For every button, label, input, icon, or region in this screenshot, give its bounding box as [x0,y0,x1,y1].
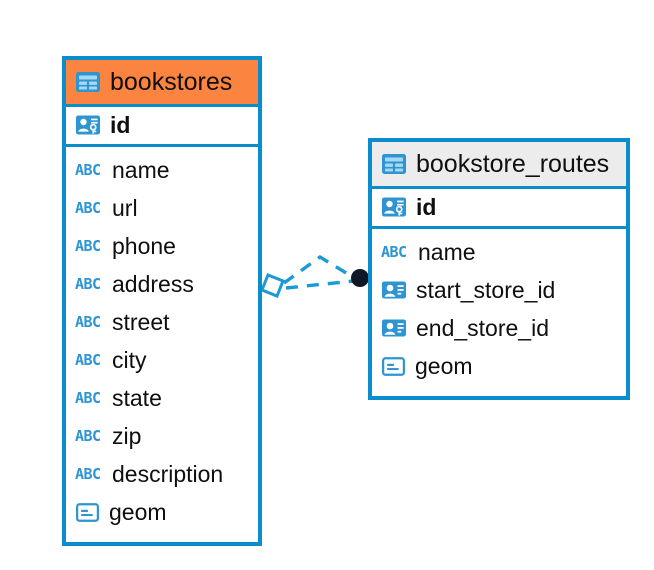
field-label: url [112,194,138,221]
table-icon [382,154,406,174]
field-row[interactable]: ABC url [66,189,258,227]
field-row[interactable]: end_store_id [372,309,626,347]
field-row[interactable]: ABC zip [66,417,258,455]
abc-text-icon: ABC [381,242,407,261]
field-label: description [112,460,224,487]
field-row[interactable]: ABC address [66,265,258,303]
abc-text-icon: ABC [75,350,101,369]
field-row[interactable]: ABC city [66,341,258,379]
field-label: name [418,238,476,265]
entity-primary-key-row[interactable]: id [66,104,258,147]
field-label: id [416,193,437,220]
abc-text-icon: ABC [75,464,101,483]
entity-bookstores[interactable]: bookstores id ABC name ABC url [62,56,262,546]
foreign-key-icon [382,319,406,337]
field-row[interactable]: ABC state [66,379,258,417]
relationship-line-lower [285,279,355,290]
field-row[interactable]: ABC phone [66,227,258,265]
field-label: state [112,384,162,411]
field-row[interactable]: ABC description [66,455,258,493]
geometry-icon [76,502,99,522]
field-label: phone [112,232,176,259]
entity-title: bookstore_routes [416,149,610,178]
primary-key-icon [76,115,100,135]
field-label: end_store_id [416,314,549,341]
field-label: id [110,111,131,138]
geometry-icon [382,356,405,376]
field-label: geom [415,352,473,379]
abc-text-icon: ABC [75,160,101,179]
field-label: geom [109,498,167,525]
primary-key-icon [382,197,406,217]
field-label: address [112,270,194,297]
relationship-line-upper [283,254,357,285]
abc-text-icon: ABC [75,426,101,445]
field-row[interactable]: geom [66,493,258,531]
entity-header-bookstores[interactable]: bookstores [66,60,258,104]
diamond-marker [260,273,285,298]
field-row[interactable]: ABC name [66,151,258,189]
field-row[interactable]: ABC street [66,303,258,341]
abc-text-icon: ABC [75,274,101,293]
entity-header-bookstore-routes[interactable]: bookstore_routes [372,142,626,186]
abc-text-icon: ABC [75,198,101,217]
abc-text-icon: ABC [75,236,101,255]
entity-bookstore-routes[interactable]: bookstore_routes id ABC name [368,138,630,400]
abc-text-icon: ABC [75,312,101,331]
field-label: street [112,308,170,335]
entity-fields: ABC name start_store_id [372,229,626,390]
filled-circle-marker [351,269,369,287]
field-row[interactable]: geom [372,347,626,385]
entity-primary-key-row[interactable]: id [372,186,626,229]
field-label: start_store_id [416,276,556,303]
foreign-key-icon [382,281,406,299]
abc-text-icon: ABC [75,388,101,407]
field-label: city [112,346,147,373]
field-row[interactable]: start_store_id [372,271,626,309]
entity-title: bookstores [110,67,233,96]
field-row[interactable]: ABC name [372,233,626,271]
field-label: name [112,156,170,183]
table-icon [76,72,100,92]
field-label: zip [112,422,142,449]
entity-fields: ABC name ABC url ABC phone ABC address A… [66,147,258,536]
